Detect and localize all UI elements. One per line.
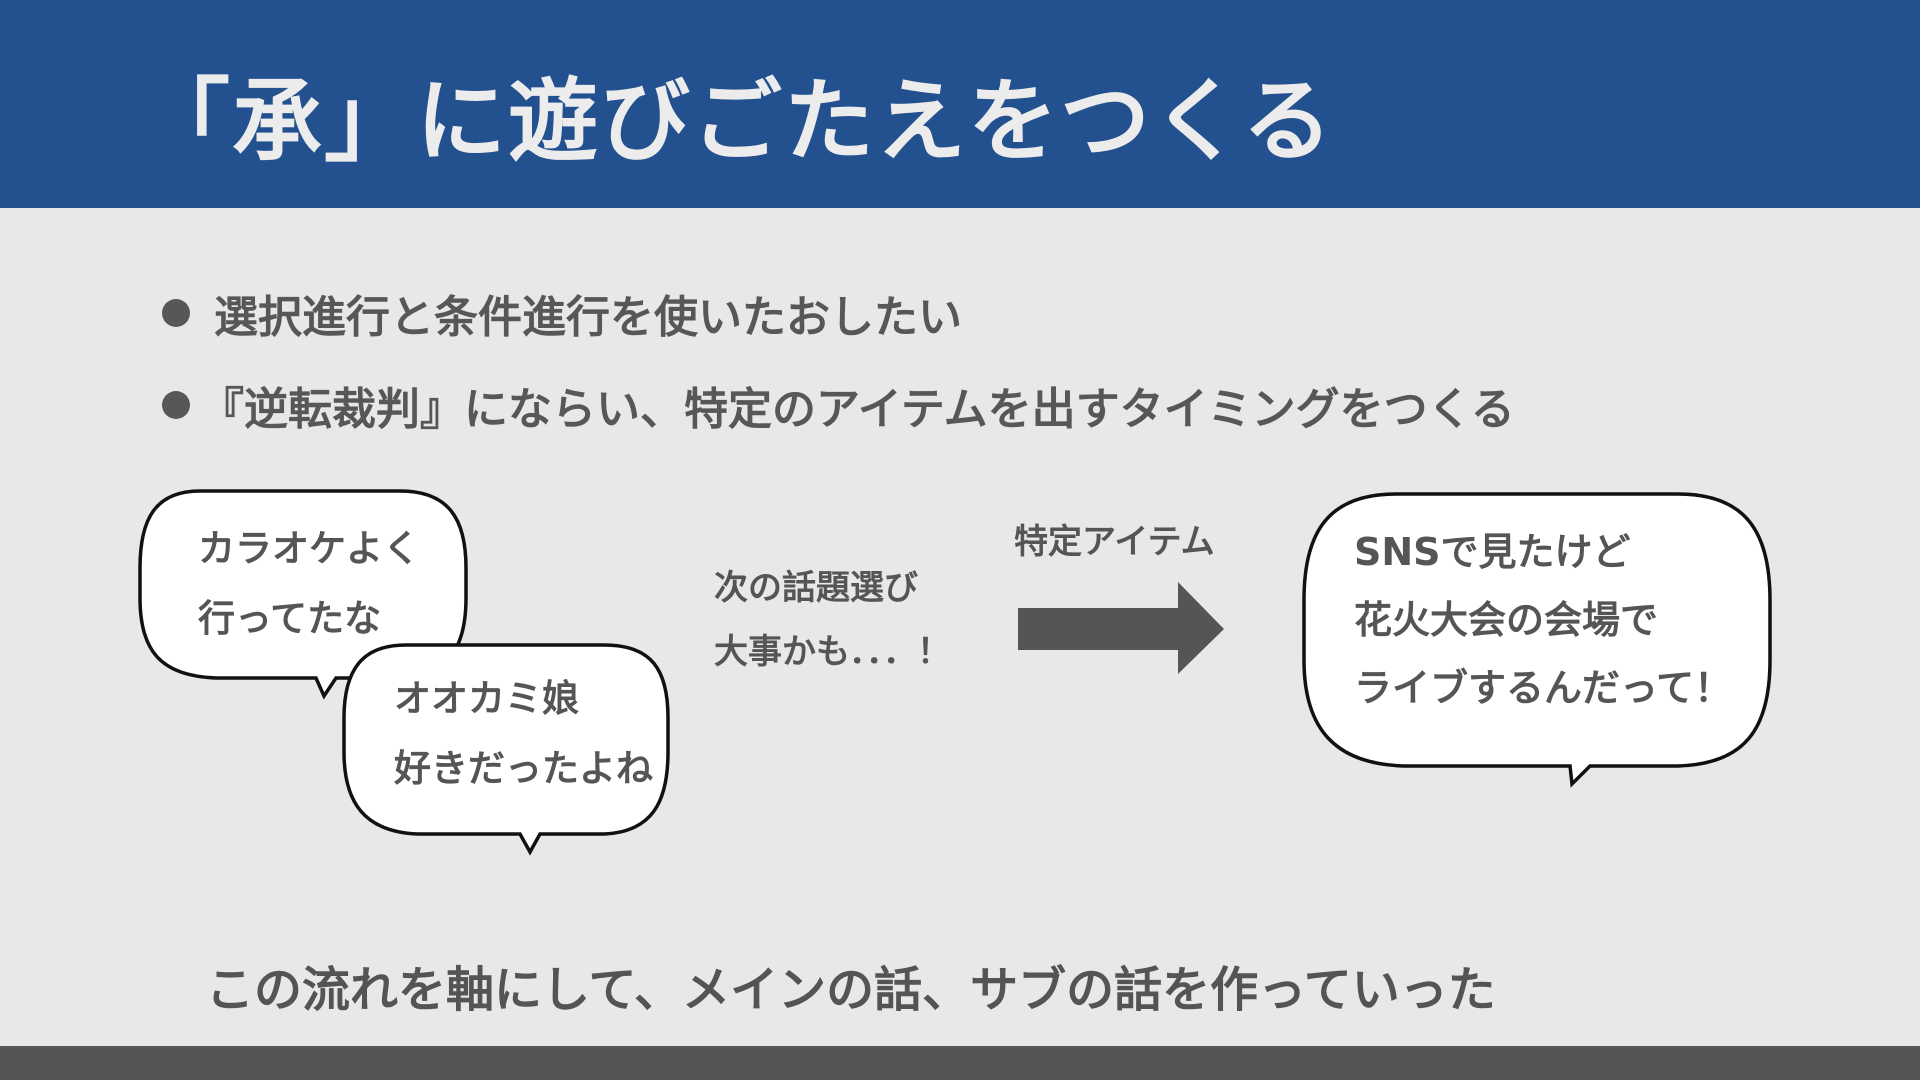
bubble-line: 好きだったよね <box>394 747 653 790</box>
bubble-line: カラオケよく <box>198 527 420 570</box>
bullet-dot-icon <box>162 391 190 419</box>
middle-line: 次の話題選び <box>714 568 918 608</box>
speech-bubble-right <box>1302 492 1772 788</box>
bubble-line: オオカミ娘 <box>394 677 579 720</box>
right-arrow-icon <box>1018 582 1224 674</box>
title-bar: 「承」に遊びごたえをつくる <box>0 0 1920 208</box>
bubble-line: 花火大会の会場で <box>1354 598 1659 642</box>
summary-text: この流れを軸にして、メインの話、サブの話を作っていった <box>206 962 1496 1018</box>
bubble-line: SNSで見たけど <box>1354 530 1631 574</box>
bullet-dot-icon <box>162 299 190 327</box>
bubble-line: ライブするんだって！ <box>1354 666 1733 710</box>
bullet-item: 『逆転裁判』にならい、特定のアイテムを出すタイミングをつくる <box>162 370 1515 440</box>
bullet-text: 『逆転裁判』にならい、特定のアイテムを出すタイミングをつくる <box>200 384 1515 435</box>
bubble-text-left-top: カラオケよく 行ってたな <box>198 514 420 654</box>
bullet-text: 選択進行と条件進行を使いたおしたい <box>214 292 962 343</box>
speech-bubble-left-bottom <box>342 643 670 856</box>
bubble-line: 行ってたな <box>198 597 382 640</box>
bullet-list: 選択進行と条件進行を使いたおしたい 『逆転裁判』にならい、特定のアイテムを出すタ… <box>162 278 1515 462</box>
footer-bar <box>0 1046 1920 1080</box>
middle-line: 大事かも．．．！ <box>714 632 951 672</box>
slide-title: 「承」に遊びごたえをつくる <box>140 69 1335 174</box>
middle-note: 次の話題選び 大事かも．．．！ <box>714 556 951 684</box>
speech-bubble-left-top <box>138 489 468 700</box>
arrow-label: 特定アイテム <box>1014 522 1215 562</box>
bubble-text-left-bottom: オオカミ娘 好きだったよね <box>394 664 653 804</box>
bullet-item: 選択進行と条件進行を使いたおしたい <box>162 278 1515 348</box>
bubble-text-right: SNSで見たけど 花火大会の会場で ライブするんだって！ <box>1354 518 1732 722</box>
